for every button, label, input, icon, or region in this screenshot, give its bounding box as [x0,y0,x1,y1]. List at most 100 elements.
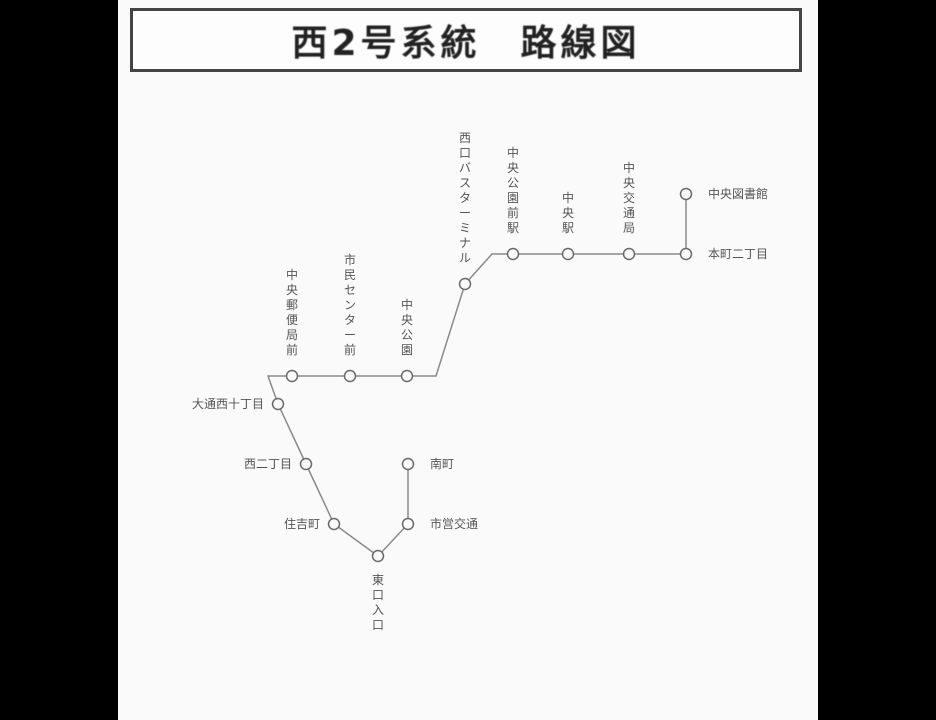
station-marker [561,247,575,261]
station-label: 市営交通 [430,516,478,531]
station-marker [285,369,299,383]
svg-text:局: 局 [286,328,298,342]
svg-text:央: 央 [623,176,635,190]
svg-text:民: 民 [344,268,356,282]
station-marker [271,397,285,411]
svg-text:央: 央 [562,206,574,220]
svg-text:大通西十丁目: 大通西十丁目 [192,397,264,411]
page-title: 西2号系統 路線図 [291,23,641,64]
svg-text:タ: タ [344,313,356,327]
svg-text:公: 公 [401,328,413,342]
station-marker [401,517,415,531]
svg-text:公: 公 [507,176,519,190]
svg-text:中: 中 [401,297,413,312]
route-line [266,194,687,557]
station-marker [371,549,385,563]
station-label: 南町 [430,456,454,471]
svg-text:ミ: ミ [459,221,471,235]
station-s15: 中央図書館 [679,186,768,201]
svg-text:通: 通 [623,206,635,220]
station-marker [622,247,636,261]
svg-text:住吉町: 住吉町 [284,517,320,531]
station-marker [679,187,693,201]
svg-text:駅: 駅 [562,221,574,235]
station-label: 住吉町 [284,517,320,531]
svg-text:央: 央 [401,313,413,327]
svg-text:ス: ス [459,176,471,190]
station-marker [679,247,693,261]
svg-text:央: 央 [507,161,519,175]
station-layer: 東口入口住吉町西二丁目大通西十丁目市営交通南町中央郵便局前市民センター前中央公園… [192,131,768,632]
svg-text:前: 前 [507,205,519,220]
station-s3: 西二丁目 [244,457,313,471]
svg-text:郵: 郵 [286,298,298,312]
svg-text:ー: ー [344,328,356,342]
svg-text:中: 中 [562,190,574,205]
station-s12: 中央駅 [561,190,575,261]
station-s4: 大通西十丁目 [192,397,285,411]
station-label: 本町二丁目 [708,247,768,261]
svg-text:中央図書館: 中央図書館 [708,186,768,201]
station-s5: 市営交通 [401,516,478,531]
svg-text:園: 園 [507,191,519,205]
station-marker [343,369,357,383]
svg-text:前: 前 [286,342,298,357]
station-marker [506,247,520,261]
svg-text:タ: タ [459,191,471,205]
station-label: 大通西十丁目 [192,397,264,411]
map-paper [118,0,818,720]
svg-text:央: 央 [286,283,298,297]
svg-text:中: 中 [286,267,298,282]
svg-text:ル: ル [459,251,471,265]
svg-text:ナ: ナ [459,236,471,250]
station-marker [401,457,415,471]
title-box: 西2号系統 路線図 [130,8,802,72]
station-marker [327,517,341,531]
station-s6: 南町 [401,456,454,471]
svg-text:南町: 南町 [430,456,454,471]
svg-text:前: 前 [344,342,356,357]
station-s14: 本町二丁目 [679,247,768,261]
svg-text:セ: セ [344,283,356,297]
svg-text:西二丁目: 西二丁目 [244,457,292,471]
svg-text:西: 西 [459,131,471,145]
svg-text:ン: ン [344,298,356,312]
svg-text:本町二丁目: 本町二丁目 [708,247,768,261]
svg-text:口: 口 [459,146,471,160]
svg-text:入: 入 [372,603,384,617]
station-marker [299,457,313,471]
station-marker [458,277,472,291]
station-marker [400,369,414,383]
svg-text:交: 交 [623,190,635,205]
svg-text:市: 市 [344,252,356,267]
svg-text:園: 園 [401,343,413,357]
svg-text:東: 東 [372,573,384,587]
svg-text:口: 口 [372,588,384,602]
svg-text:駅: 駅 [507,221,519,235]
svg-text:バ: バ [459,161,471,175]
svg-text:中: 中 [623,160,635,175]
svg-text:便: 便 [286,313,298,327]
svg-text:ー: ー [459,206,471,220]
svg-text:口: 口 [372,618,384,632]
station-label: 西二丁目 [244,457,292,471]
route-lines [266,194,687,557]
station-s2: 住吉町 [284,517,341,531]
svg-text:局: 局 [623,221,635,235]
svg-text:中: 中 [507,145,519,160]
